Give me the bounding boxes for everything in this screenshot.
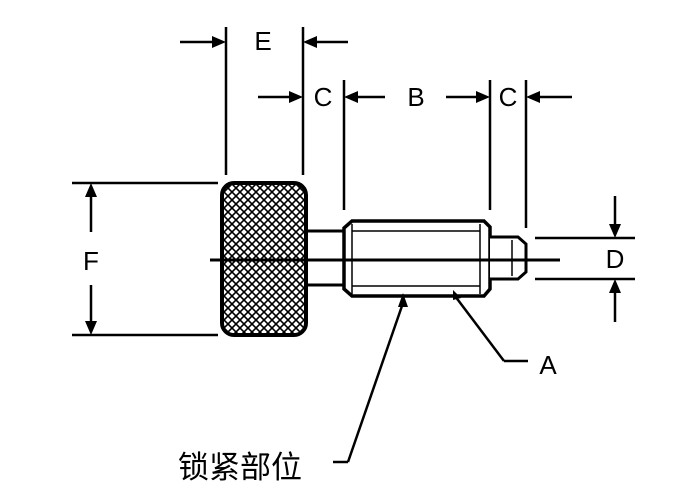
- dimension-f: [85, 183, 97, 335]
- label-f: F: [83, 246, 99, 276]
- leader-locking-position: [333, 293, 408, 464]
- label-e: E: [254, 26, 271, 56]
- dimension-c-right: [526, 91, 572, 103]
- extension-lines: [72, 27, 635, 337]
- plunger-tip: [490, 235, 528, 281]
- leader-a: [453, 290, 528, 363]
- dimension-e: [180, 36, 348, 48]
- dimension-c-left: [258, 91, 303, 103]
- dimension-d: [609, 196, 621, 322]
- pin-shaft: [306, 229, 344, 287]
- dimension-b: [344, 91, 490, 103]
- label-a: A: [539, 350, 557, 380]
- label-b: B: [407, 82, 424, 112]
- label-c-left: C: [314, 82, 333, 112]
- label-c-right: C: [499, 82, 518, 112]
- label-d: D: [606, 244, 625, 274]
- caption-locking-position: 锁紧部位: [178, 450, 302, 486]
